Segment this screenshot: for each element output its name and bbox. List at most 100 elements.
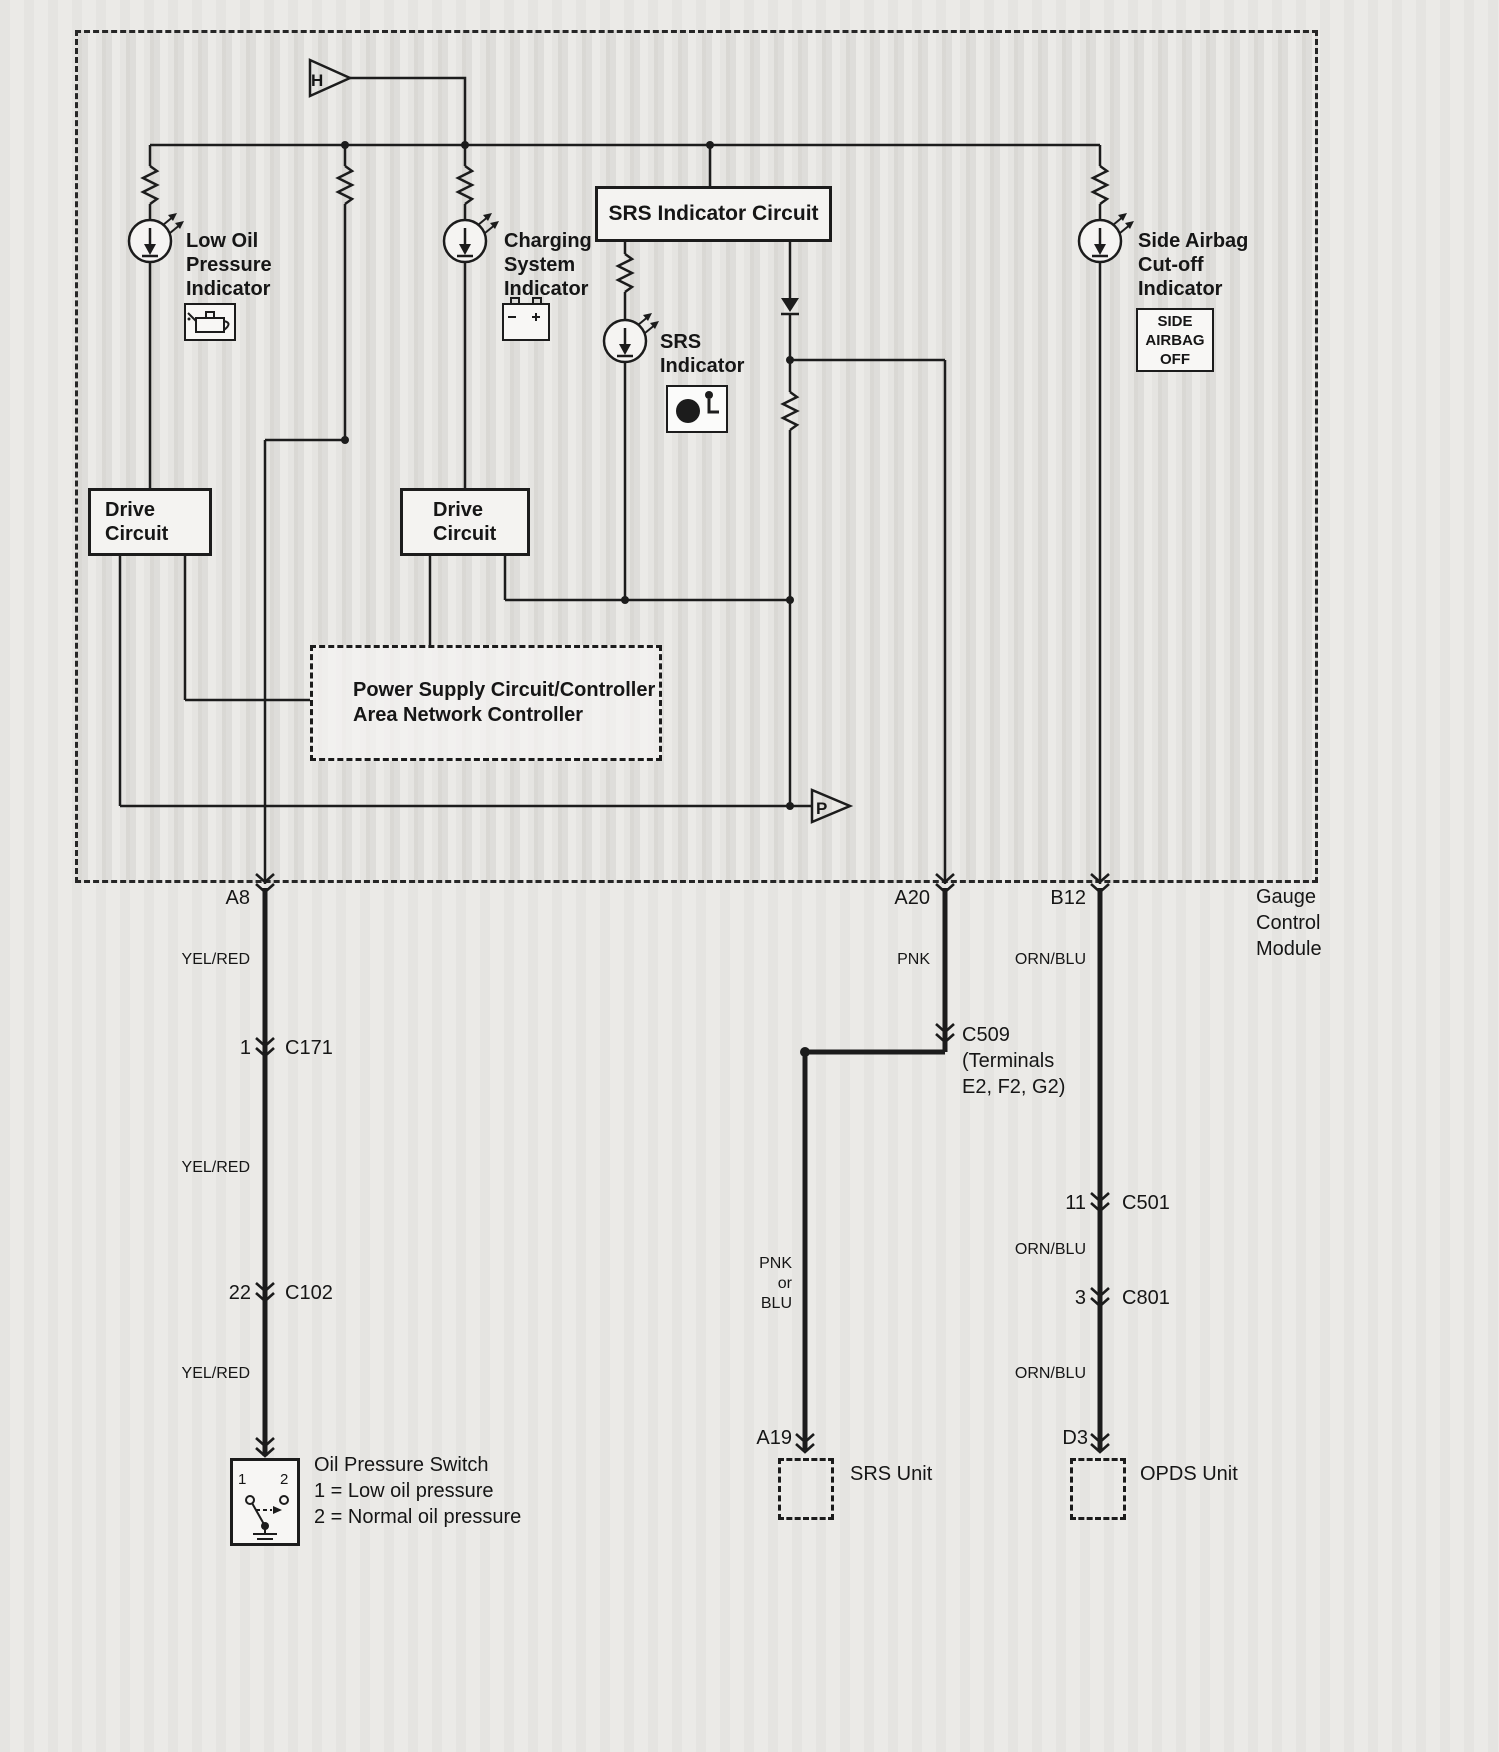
drive-circuit-2-label-line2: Circuit <box>433 523 497 545</box>
gauge-control-module-outline <box>75 30 1318 883</box>
oil-switch-legend2: 2 = Normal oil pressure <box>314 1506 522 1528</box>
flags <box>308 58 854 824</box>
srs-indicator-circuit-label: SRS Indicator Circuit <box>608 202 819 225</box>
resistor-icon <box>616 252 634 294</box>
badge-line2: AIRBAG <box>1145 331 1205 349</box>
ground-icon <box>253 1526 277 1545</box>
switch-terminal-2-label: 2 <box>280 1471 289 1488</box>
badge-line3: OFF <box>1160 350 1190 368</box>
c501-connector-label: C501 <box>1122 1192 1170 1214</box>
label-line: or <box>777 1275 792 1292</box>
c171-pin-label: 1 <box>239 1037 251 1059</box>
label-line: Low Oil <box>186 230 259 252</box>
pin-a19-label: A19 <box>756 1427 792 1449</box>
resistor-icon <box>1091 164 1109 206</box>
p-flag-label: P <box>816 796 840 821</box>
pin-d3-label: D3 <box>1062 1427 1088 1449</box>
harness-wires <box>262 888 1103 1456</box>
a8-wire-color-top: YEL/RED <box>181 951 250 968</box>
label-line: Indicator <box>186 278 271 300</box>
low-oil-lamp-icon <box>127 211 186 264</box>
label-line: BLU <box>760 1295 792 1312</box>
b12-wire-color-mid: ORN/BLU <box>1014 1241 1086 1258</box>
resistor-icon <box>456 164 474 206</box>
pin-a20-label: A20 <box>894 887 930 909</box>
drive-circuit-1-label-line2: Circuit <box>105 523 169 545</box>
label-line: Charging <box>504 230 592 252</box>
label-line: Module <box>1256 938 1322 960</box>
c509-connector-label-block: C509 (Terminals E2, F2, G2) <box>962 1022 1065 1100</box>
label-line: Cut-off <box>1138 254 1204 276</box>
power-supply-can-controller-box: Power Supply Circuit/Controller Area Net… <box>310 645 662 761</box>
opds-unit-box <box>1070 1458 1126 1520</box>
srs-lamp-icon <box>602 311 661 364</box>
switch-terminal-1-label: 1 <box>238 1471 247 1488</box>
c501-pin-label: 11 <box>1065 1192 1086 1214</box>
a20-wire-color-mid: PNK or BLU <box>736 1254 792 1314</box>
charging-lamp-icon <box>442 211 501 264</box>
label-line: Gauge <box>1256 886 1317 908</box>
diode-icon <box>781 298 799 316</box>
srs-unit-label: SRS Unit <box>850 1463 933 1485</box>
label-line: Control <box>1256 912 1321 934</box>
oil-switch-internals <box>245 1495 289 1545</box>
badge-line1: SIDE <box>1157 312 1193 330</box>
h-flag-letter: H <box>311 71 324 90</box>
label-line: System <box>504 254 576 276</box>
drive-circuit-1-label-line1: Drive <box>105 499 156 521</box>
a8-wire-color-mid: YEL/RED <box>181 1159 250 1176</box>
low-oil-indicator-label: Low Oil Pressure Indicator <box>186 229 272 301</box>
label-line: Pressure <box>186 254 272 276</box>
drive-circuit-2-box: Drive Circuit <box>400 488 530 556</box>
label-line: PNK <box>759 1255 792 1272</box>
oil-pressure-switch-text: Oil Pressure Switch 1 = Low oil pressure… <box>314 1452 521 1530</box>
side-airbag-off-badge: SIDE AIRBAG OFF <box>1136 308 1214 372</box>
oil-switch-legend1: 1 = Low oil pressure <box>314 1480 494 1502</box>
a20-wire-color-top: PNK <box>897 951 930 968</box>
srs-indicator-label: SRS Indicator <box>660 330 744 378</box>
oil-can-icon <box>187 311 230 333</box>
battery-icon-box <box>502 303 550 341</box>
side-airbag-indicator-label: Side Airbag Cut-off Indicator <box>1138 229 1248 301</box>
c801-connector-label: C801 <box>1122 1287 1170 1309</box>
drive2-output-wire <box>503 556 790 602</box>
pin-b12-label: B12 <box>1050 887 1086 909</box>
c102-pin-label: 22 <box>228 1282 251 1304</box>
drive-circuit-1-box: Drive Circuit <box>88 488 212 556</box>
srs-unit-box <box>778 1458 834 1520</box>
label-line: Side Airbag <box>1138 230 1249 252</box>
side-airbag-lamp-icon <box>1077 211 1136 264</box>
c509-connector-label: C509 <box>962 1024 1010 1046</box>
c171-connector-label: C171 <box>285 1037 333 1059</box>
connector-symbols <box>254 872 1111 1458</box>
h-flag-wire <box>350 76 467 145</box>
a8-internal-wire <box>263 145 347 884</box>
c801-pin-label: 3 <box>1074 1287 1086 1309</box>
h-flag-icon <box>308 58 354 98</box>
resistor-icon <box>141 164 159 206</box>
power-supply-label-line1: Power Supply Circuit/Controller <box>353 679 656 701</box>
a20-internal-wire <box>790 358 947 884</box>
battery-icon <box>508 297 542 321</box>
p-flag-letter: P <box>816 799 828 818</box>
charging-indicator-label: Charging System Indicator <box>504 229 592 301</box>
label-line: Indicator <box>1138 278 1223 300</box>
b12-wire-color-bottom: ORN/BLU <box>1014 1365 1086 1382</box>
label-line: Indicator <box>660 355 745 377</box>
srs-indicator-circuit-box: SRS Indicator Circuit <box>595 186 832 242</box>
c509-note-line1: (Terminals <box>962 1050 1055 1072</box>
resistor-icon <box>336 164 354 206</box>
oil-switch-title: Oil Pressure Switch <box>314 1454 489 1476</box>
c509-note-line2: E2, F2, G2) <box>962 1076 1066 1098</box>
module-wires <box>118 76 1102 884</box>
drive-circuit-2-label-line1: Drive <box>433 499 484 521</box>
label-line: SRS <box>660 331 702 353</box>
h-flag-label: H <box>311 68 335 93</box>
wire-a20 <box>802 888 948 1450</box>
p-flag-wire <box>118 556 812 808</box>
label-line: Indicator <box>504 278 589 300</box>
c102-connector-label: C102 <box>285 1282 333 1304</box>
drive1-to-power-wire <box>183 556 310 702</box>
